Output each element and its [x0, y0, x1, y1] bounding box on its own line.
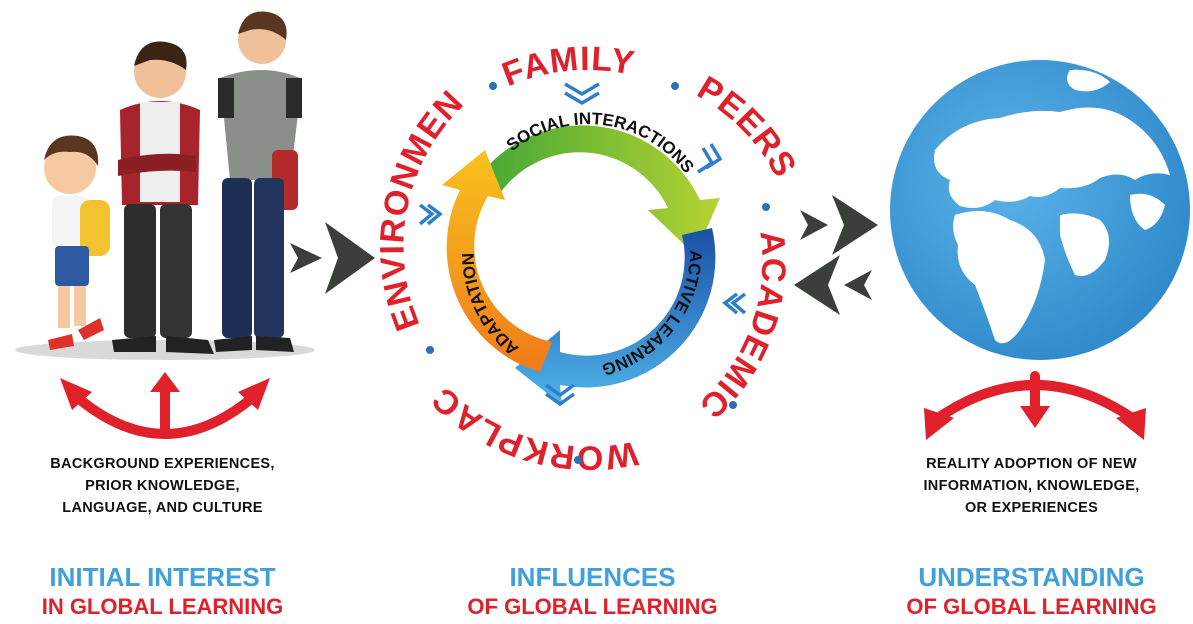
cycle-arc-social	[470, 125, 720, 255]
left-description: BACKGROUND EXPERIENCES, PRIOR KNOWLEDGE,…	[0, 453, 325, 519]
right-description-line: REALITY ADOPTION OF NEW	[926, 456, 1137, 472]
right-description-line: OR EXPERIENCES	[964, 500, 1099, 516]
middle-title: INFLUENCES	[509, 562, 676, 592]
teen-grey-shirt-figure	[214, 11, 302, 352]
right-branch-arrows-icon	[930, 371, 1140, 425]
teen-red-jacket-figure	[112, 41, 214, 354]
middle-subtitle: OF GLOBAL LEARNING	[467, 594, 718, 619]
left-description-line: LANGUAGE, AND CULTURE	[62, 500, 263, 516]
left-title: INITIAL INTEREST	[49, 562, 276, 592]
right-description: REALITY ADOPTION OF NEW INFORMATION, KNO…	[870, 453, 1193, 519]
exchange-arrows-icon	[794, 195, 878, 315]
ring-dots	[426, 82, 770, 464]
middle-heading: INFLUENCES OF GLOBAL LEARNING	[420, 562, 765, 622]
right-title: UNDERSTANDING	[918, 562, 1145, 592]
globe-icon	[890, 60, 1190, 360]
right-arrowheads	[924, 406, 1146, 440]
left-arrowheads	[60, 372, 270, 410]
right-subtitle: OF GLOBAL LEARNING	[906, 594, 1157, 619]
cycle-arc-adaptation	[442, 150, 552, 372]
child-figure	[44, 135, 110, 350]
cycle-arc-active	[515, 228, 716, 405]
people-illustration	[15, 11, 315, 360]
arrow-to-influences-icon	[290, 222, 375, 294]
ring-chevrons-icon	[418, 82, 747, 407]
left-description-line: PRIOR KNOWLEDGE,	[85, 478, 240, 494]
right-heading: UNDERSTANDING OF GLOBAL LEARNING	[870, 562, 1193, 622]
left-description-line: BACKGROUND EXPERIENCES,	[50, 456, 275, 472]
left-branch-arrows-icon	[73, 387, 257, 439]
right-description-line: INFORMATION, KNOWLEDGE,	[923, 478, 1140, 494]
left-subtitle: IN GLOBAL LEARNING	[41, 594, 284, 619]
left-heading: INITIAL INTEREST IN GLOBAL LEARNING	[0, 562, 325, 622]
learning-cycle: SOCIAL INTERACTIONS ACTIVE LEARNING ADAP…	[442, 109, 720, 405]
